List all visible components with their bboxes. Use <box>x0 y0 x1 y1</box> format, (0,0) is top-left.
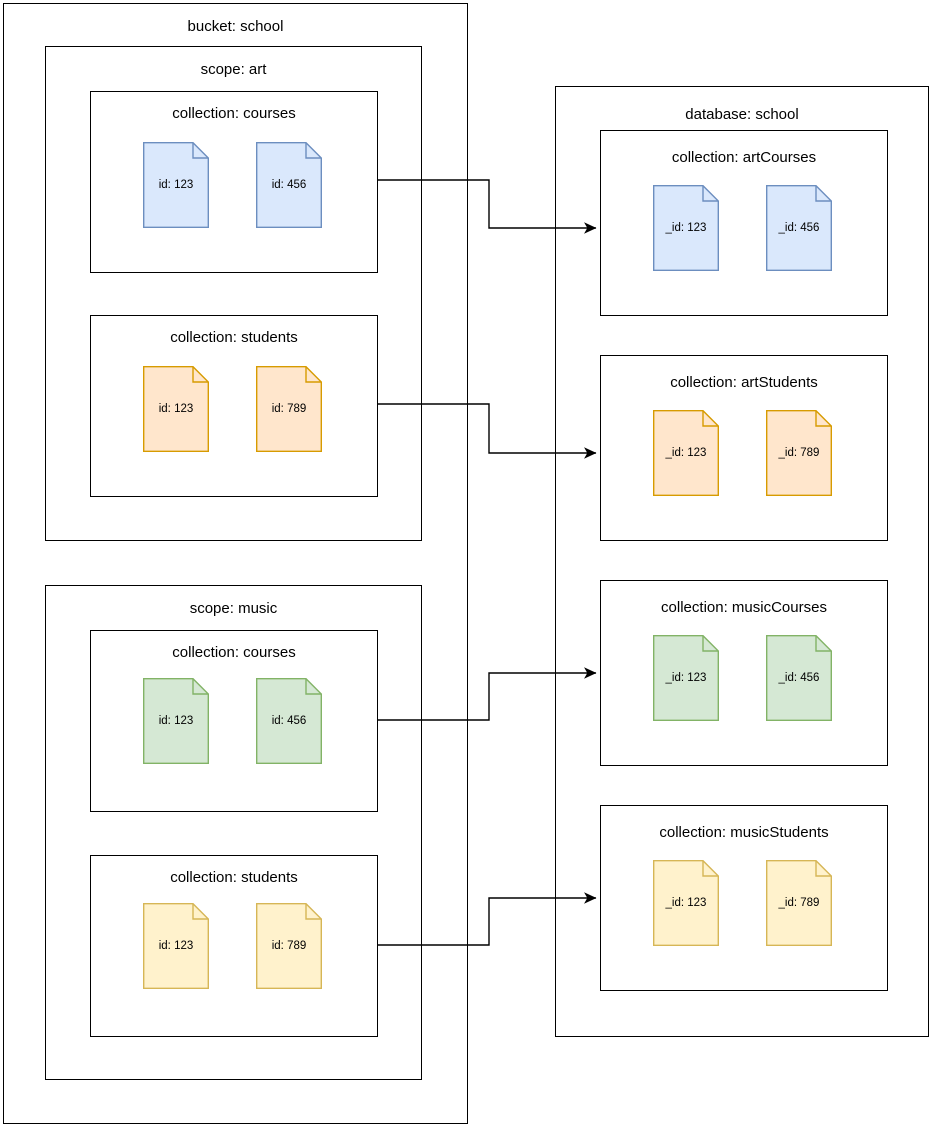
document-icon[interactable]: _id: 123 <box>653 185 719 271</box>
document-icon[interactable]: _id: 456 <box>766 185 832 271</box>
document-icon[interactable]: _id: 456 <box>766 635 832 721</box>
document-icon[interactable]: id: 789 <box>256 903 322 989</box>
collection-art-students-title: collection: students <box>170 329 298 346</box>
collection-art-courses-title: collection: courses <box>172 105 296 122</box>
document-icon[interactable]: id: 456 <box>256 678 322 764</box>
collection-artstudents-title: collection: artStudents <box>670 374 818 391</box>
document-icon[interactable]: _id: 123 <box>653 860 719 946</box>
collection-box-artcourses[interactable]: collection: artCourses <box>600 130 888 316</box>
collection-box-musiccourses[interactable]: collection: musicCourses <box>600 580 888 766</box>
document-icon[interactable]: id: 123 <box>143 678 209 764</box>
bucket-title: bucket: school <box>187 18 284 35</box>
collection-box-art-students[interactable]: collection: students <box>90 315 378 497</box>
scope-box-art[interactable]: scope: art <box>45 46 422 541</box>
collection-box-musicstudents[interactable]: collection: musicStudents <box>600 805 888 991</box>
bucket-box[interactable]: bucket: school <box>3 3 468 1124</box>
database-box[interactable]: database: school <box>555 86 929 1037</box>
collection-musicstudents-title: collection: musicStudents <box>659 824 829 841</box>
document-icon[interactable]: _id: 123 <box>653 635 719 721</box>
document-icon[interactable]: id: 456 <box>256 142 322 228</box>
document-icon[interactable]: _id: 123 <box>653 410 719 496</box>
document-icon[interactable]: id: 123 <box>143 366 209 452</box>
scope-box-music[interactable]: scope: music <box>45 585 422 1080</box>
scope-music-title: scope: music <box>189 600 278 617</box>
document-icon[interactable]: id: 789 <box>256 366 322 452</box>
collection-music-students-title: collection: students <box>170 869 298 886</box>
collection-musiccourses-title: collection: musicCourses <box>661 599 827 616</box>
collection-box-music-courses[interactable]: collection: courses <box>90 630 378 812</box>
database-title: database: school <box>685 106 799 123</box>
document-icon[interactable]: _id: 789 <box>766 410 832 496</box>
document-icon[interactable]: _id: 789 <box>766 860 832 946</box>
collection-artcourses-title: collection: artCourses <box>671 149 817 166</box>
document-icon[interactable]: id: 123 <box>143 142 209 228</box>
collection-box-music-students[interactable]: collection: students <box>90 855 378 1037</box>
scope-art-title: scope: art <box>200 61 267 78</box>
collection-music-courses-title: collection: courses <box>172 644 296 661</box>
collection-box-artstudents[interactable]: collection: artStudents <box>600 355 888 541</box>
document-icon[interactable]: id: 123 <box>143 903 209 989</box>
collection-box-art-courses[interactable]: collection: courses <box>90 91 378 273</box>
